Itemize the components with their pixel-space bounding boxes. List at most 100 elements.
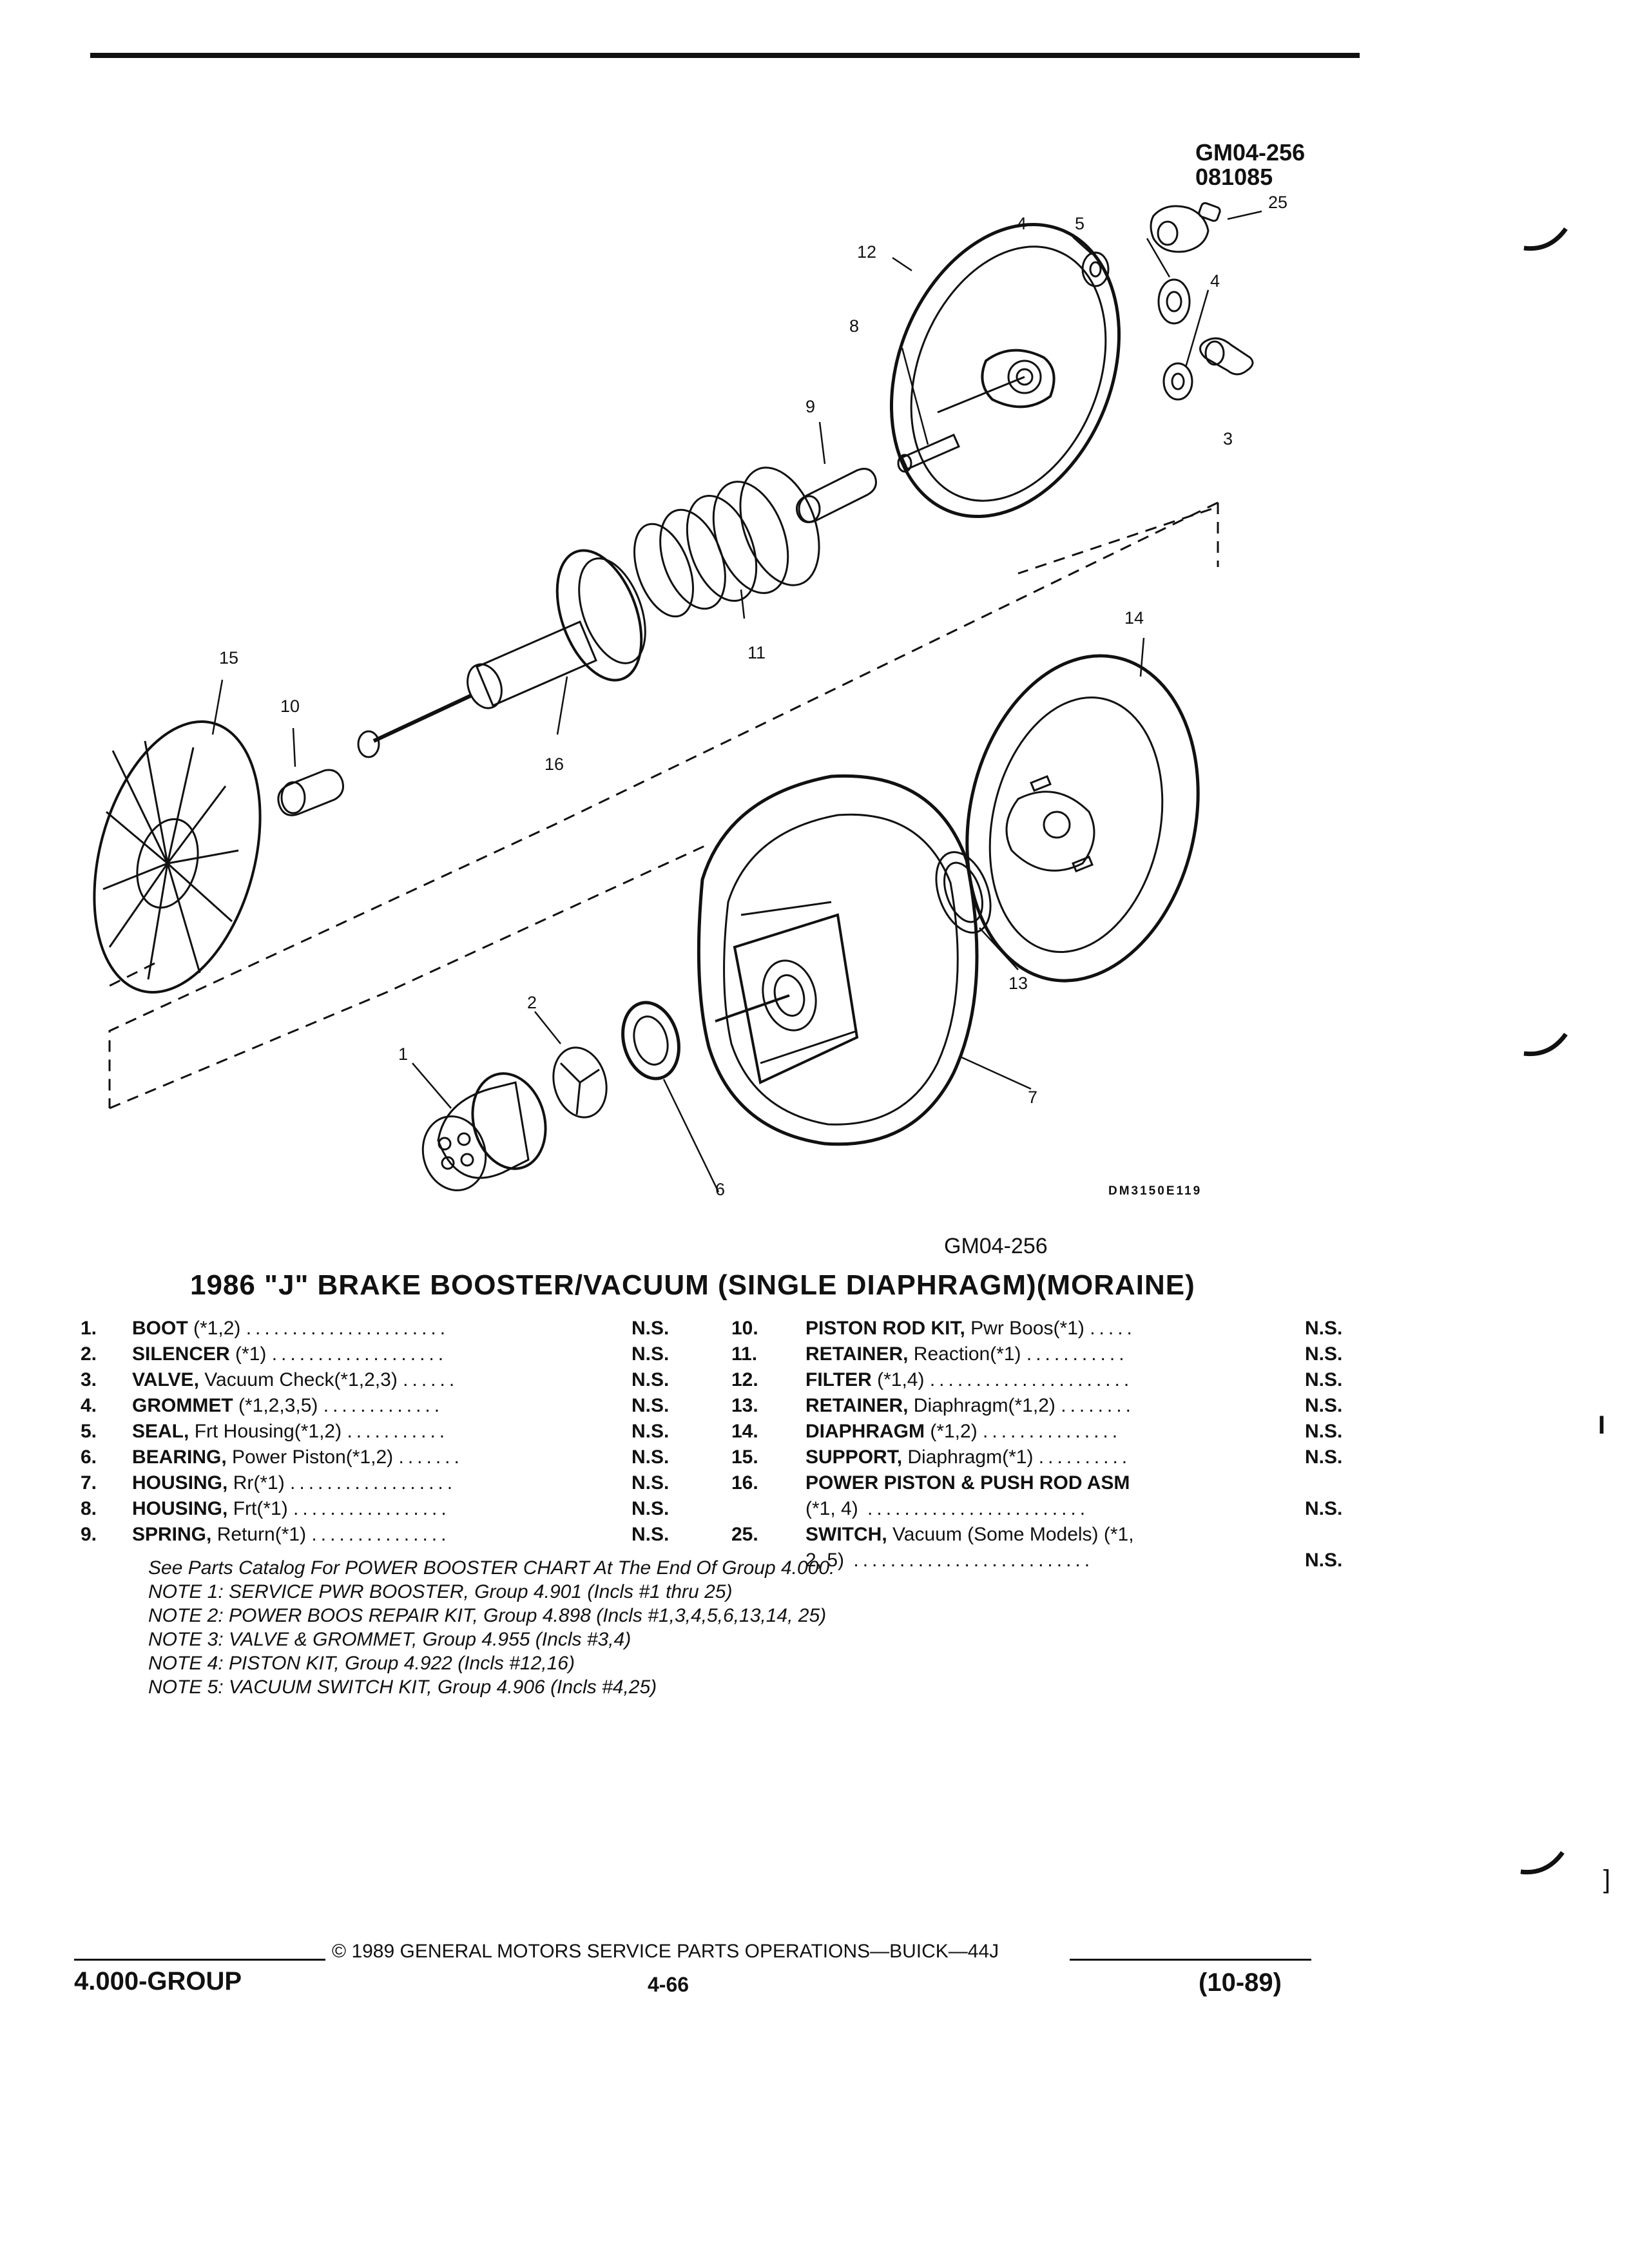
part-description: HOUSING, Rr(*1) .................. (132, 1470, 456, 1496)
footer-group: 4.000-GROUP (74, 1967, 242, 1995)
leader-dots: ...................... (929, 1369, 1133, 1390)
part-row: 5.SEAL, Frt Housing(*1,2) ...........N.S… (81, 1419, 712, 1445)
leader-dots: .................. (290, 1472, 457, 1494)
part-name: FILTER (805, 1369, 872, 1390)
leader-dots: ........ (1061, 1395, 1135, 1416)
part-row: 4.GROMMET (*1,2,3,5) .............N.S. (81, 1393, 712, 1419)
availability: N.S. (1305, 1550, 1343, 1571)
part-row: 1. BOOT (*1,2) ...................... N.S. (81, 1316, 712, 1341)
part-description: VALVE, Vacuum Check(*1,2,3) ...... (132, 1367, 458, 1393)
part-description: RETAINER, Reaction(*1) ........... (805, 1341, 1128, 1367)
availability: N.S. (1305, 1421, 1343, 1442)
callout-12: 10 (280, 697, 300, 716)
part-name: BEARING, (132, 1446, 227, 1468)
part-number: 13. (731, 1395, 758, 1416)
leader-dots: .......... (1038, 1446, 1132, 1468)
note-3: NOTE 3: VALVE & GROMMET, Group 4.955 (In… (148, 1629, 631, 1650)
grommet-lower (1162, 362, 1193, 401)
footer-revision-date: (10-89) (1199, 1968, 1282, 1997)
footer-rule-right (1070, 1959, 1311, 1961)
callout-4-upper: 4 (1017, 214, 1027, 233)
availability: N.S. (1305, 1343, 1343, 1365)
part-row: 9.SPRING, Return(*1) ...............N.S. (81, 1522, 712, 1548)
part-number: 16. (731, 1472, 758, 1494)
part-detail-continued: 2, 5) .......................... (805, 1548, 1094, 1573)
availability: N.S. (631, 1318, 670, 1339)
part-row: 16. POWER PISTON & PUSH ROD ASM (731, 1470, 1350, 1496)
leader-dots: ..... (1090, 1318, 1136, 1339)
part-name: GROMMET (132, 1395, 233, 1416)
leader-dots: ...... (403, 1369, 459, 1390)
part-number: 2. (81, 1343, 97, 1365)
callout-10: 8 (849, 316, 859, 336)
part-detail: Diaphragm(*1) (902, 1446, 1034, 1468)
front-housing (889, 223, 1121, 518)
availability: N.S. (1305, 1395, 1343, 1416)
part-name: PISTON ROD KIT, (805, 1318, 965, 1339)
power-piston-bearing (621, 1001, 680, 1081)
availability: N.S. (631, 1446, 670, 1468)
binding-mark-2 (1523, 1032, 1568, 1057)
part-detail: (*1,2) (925, 1421, 978, 1442)
binding-mark-1 (1523, 227, 1568, 251)
leader-dots: ................. (293, 1498, 450, 1519)
part-number: 1. (81, 1318, 97, 1339)
callout-3: 3 (1223, 429, 1233, 448)
part-detail: (*1,2,3,5) (233, 1395, 318, 1416)
part-detail-continued: (*1, 4) ........................ (805, 1496, 1089, 1522)
availability: N.S. (631, 1395, 670, 1416)
part-name: DIAPHRAGM (805, 1421, 925, 1442)
part-name: SEAL, (132, 1421, 189, 1442)
part-detail: Vacuum (Some Models) (*1, (887, 1524, 1134, 1545)
part-description: RETAINER, Diaphragm(*1,2) ........ (805, 1393, 1135, 1419)
part-name: HOUSING, (132, 1472, 228, 1494)
catalog-reference: See Parts Catalog For POWER BOOSTER CHAR… (148, 1557, 835, 1579)
callout-6: 6 (715, 1180, 725, 1199)
part-description: FILTER (*1,4) ...................... (805, 1367, 1133, 1393)
note-5: NOTE 5: VACUUM SWITCH KIT, Group 4.906 (… (148, 1677, 657, 1698)
drawing-reference: GM04-256 081085 (1195, 140, 1305, 189)
part-name: SPRING, (132, 1524, 212, 1545)
part-detail: (*1,4) (871, 1369, 925, 1390)
boot (421, 1072, 547, 1191)
callout-16: 16 (545, 754, 564, 774)
part-description: SWITCH, Vacuum (Some Models) (*1, (805, 1522, 1134, 1548)
part-row: 15.SUPPORT, Diaphragm(*1) ..........N.S. (731, 1445, 1350, 1470)
part-description: DIAPHRAGM (*1,2) ............... (805, 1419, 1121, 1445)
availability: N.S. (631, 1369, 670, 1390)
part-detail: Diaphragm(*1,2) (908, 1395, 1055, 1416)
assembly-outline (108, 501, 1219, 1110)
top-rule (90, 53, 1360, 58)
part-detail: (*1,2) (188, 1318, 241, 1339)
callout-2: 2 (527, 993, 537, 1012)
part-row-continuation: 2, 5) .......................... N.S. (731, 1548, 1350, 1573)
part-description: GROMMET (*1,2,3,5) ............. (132, 1393, 443, 1419)
part-number: 5. (81, 1421, 97, 1442)
part-number: 11. (731, 1343, 758, 1365)
part-number: 3. (81, 1369, 97, 1390)
notes-block: See Parts Catalog For POWER BOOSTER CHAR… (148, 1556, 834, 1699)
leader-dots: ........................ (858, 1498, 1090, 1519)
leader-dots: ............... (983, 1421, 1122, 1442)
part-name: BOOT (132, 1318, 188, 1339)
reaction-retainer (796, 468, 877, 523)
callout-13: 13 (1008, 974, 1028, 993)
availability: N.S. (1305, 1318, 1343, 1339)
availability: N.S. (1305, 1498, 1343, 1519)
leader-dots: ............. (323, 1395, 444, 1416)
part-description: BOOT (*1,2) ...................... (132, 1316, 449, 1341)
piston-rod (897, 434, 960, 473)
vacuum-check-valve (1199, 337, 1254, 376)
part-description: BEARING, Power Piston(*1,2) ....... (132, 1445, 463, 1470)
part-row: 14.DIAPHRAGM (*1,2) ...............N.S. (731, 1419, 1350, 1445)
part-detail: Reaction(*1) (908, 1343, 1021, 1365)
leader-dots: ....... (398, 1446, 463, 1468)
availability: N.S. (631, 1498, 670, 1519)
part-name: POWER PISTON & PUSH ROD ASM (805, 1472, 1130, 1494)
part-number: 6. (81, 1446, 97, 1468)
part-number: 15. (731, 1446, 758, 1468)
vacuum-switch (1150, 202, 1221, 253)
availability: N.S. (631, 1421, 670, 1442)
part-name: RETAINER, (805, 1343, 909, 1365)
parts-list-right: 10.PISTON ROD KIT, Pwr Boos(*1) .....N.S… (731, 1316, 1350, 1573)
